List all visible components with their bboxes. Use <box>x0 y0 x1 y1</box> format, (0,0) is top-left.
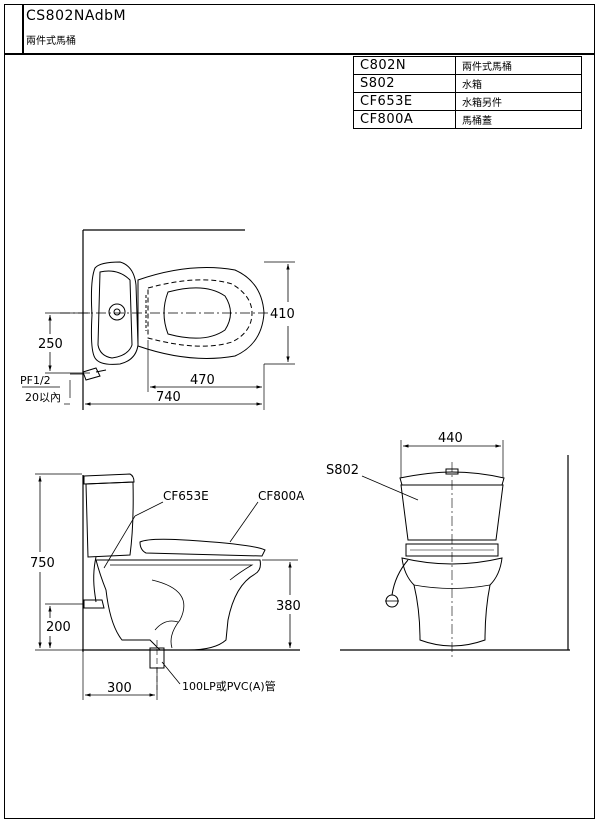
fitting-leader <box>134 501 164 517</box>
model-title: CS802NAdbM <box>26 8 127 24</box>
fitting-leader <box>103 515 136 569</box>
part-code: CF800A <box>353 110 456 129</box>
plan-bowl-opening <box>163 287 231 339</box>
dim-bowl-label: 380 <box>276 599 301 614</box>
tank-leader <box>361 475 419 501</box>
dim-rough-in-label: 300 <box>107 681 132 696</box>
side-trapway <box>151 579 185 649</box>
side-outlet-horn <box>154 620 179 631</box>
side-tank-lid <box>83 473 135 485</box>
part-code: C802N <box>353 56 456 75</box>
plan-flush-valve-core <box>113 308 121 316</box>
parts-table: C802N 兩件式馬桶 S802 水箱 CF653E 水箱另件 CF800A 馬… <box>353 56 582 129</box>
parts-row: CF800A 馬桶蓋 <box>353 110 582 129</box>
front-bowl-rim <box>413 584 491 589</box>
dim-height-label: 750 <box>30 556 55 571</box>
dim-length-label: 740 <box>156 390 181 405</box>
front-tank-lid <box>399 471 505 486</box>
part-code: CF653E <box>353 92 456 111</box>
plan-tank <box>90 261 139 365</box>
header-rule <box>4 53 595 55</box>
dim-front-width-label: 440 <box>438 431 463 446</box>
front-seat-lid <box>405 543 499 557</box>
inlet-note: 20以內 <box>25 391 61 404</box>
pipe-note: 100LP或PVC(A)管 <box>182 679 276 693</box>
front-flush-button <box>445 468 459 475</box>
tank-label: S802 <box>326 463 359 478</box>
dim-seat-label: 470 <box>190 373 215 388</box>
plan-bowl-rim <box>147 279 253 347</box>
fitting-label: CF653E <box>163 489 209 503</box>
model-subtitle: 兩件式馬桶 <box>26 36 76 47</box>
front-supply-hose <box>391 559 409 596</box>
side-seat-lid <box>139 538 266 557</box>
dim-outlet-label: 250 <box>38 337 63 352</box>
side-view <box>35 473 300 700</box>
dim-inlet-label: 200 <box>46 620 71 635</box>
plan-view <box>22 229 295 410</box>
side-angle-valve <box>83 599 105 609</box>
side-tank <box>85 481 134 558</box>
plan-inlet-pipe <box>95 369 107 373</box>
front-tank <box>400 484 504 541</box>
plan-flush-valve <box>108 303 126 321</box>
seat-label: CF800A <box>258 489 305 503</box>
plan-inlet-fitting <box>82 367 101 381</box>
side-supply-hose <box>93 556 97 603</box>
parts-row: CF653E 水箱另件 <box>353 92 582 111</box>
part-name: 馬桶蓋 <box>455 110 582 129</box>
dim-width-label: 410 <box>270 307 295 322</box>
pipe-leader <box>161 661 181 685</box>
drawing-frame <box>4 4 595 819</box>
parts-row: C802N 兩件式馬桶 <box>353 56 582 75</box>
inlet-label: PF1/2 <box>20 374 51 387</box>
side-bowl <box>95 559 261 651</box>
title-block-divider <box>22 4 24 54</box>
front-view <box>340 440 570 658</box>
plan-tank-inner <box>97 270 133 359</box>
side-bowl-rim <box>110 564 254 581</box>
seat-leader <box>229 501 259 543</box>
